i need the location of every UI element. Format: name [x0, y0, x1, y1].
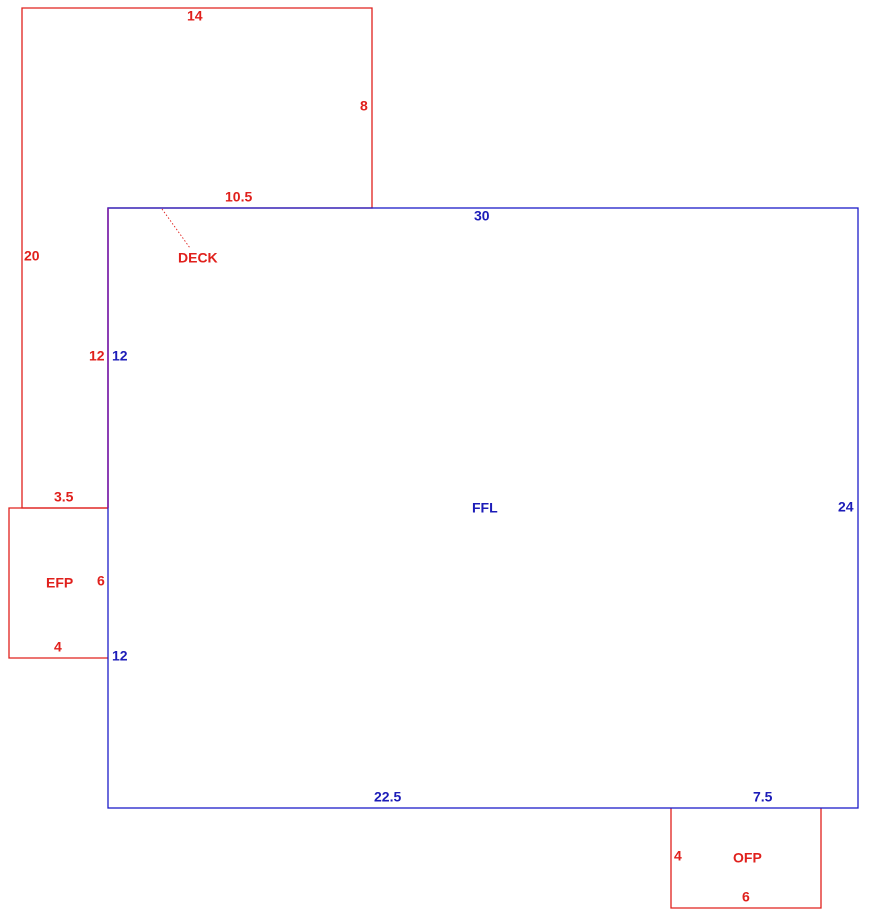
- ffl-dim-left-lower: 12: [112, 648, 128, 664]
- deck-dim-bottom-right: 10.5: [225, 189, 252, 205]
- ffl-dim-bottom-left: 22.5: [374, 789, 401, 805]
- deck-area: DECK 14 8 10.5 20 12 3.5: [21, 7, 373, 509]
- ofp-dim-bottom: 6: [742, 889, 750, 905]
- ffl-label: FFL: [472, 500, 498, 516]
- deck-dim-right-upper: 8: [360, 98, 368, 114]
- efp-dim-right: 6: [97, 573, 105, 589]
- deck-label-leader: [161, 208, 191, 249]
- ofp-dim-left: 4: [674, 848, 682, 864]
- efp-area: EFP 6 4: [8, 507, 108, 659]
- deck-dim-top: 14: [187, 8, 203, 24]
- ofp-area: OFP 4 6: [670, 808, 822, 909]
- deck-dim-right-lower: 12: [89, 348, 105, 364]
- ofp-label: OFP: [733, 850, 762, 866]
- ffl-dim-right: 24: [838, 499, 854, 515]
- deck-label: DECK: [178, 250, 218, 266]
- ffl-dim-left-upper: 12: [112, 348, 128, 364]
- ffl-dim-bottom-right: 7.5: [753, 789, 773, 805]
- ffl-area: FFL 30 24 12 12 22.5 7.5: [107, 207, 859, 809]
- deck-dim-left: 20: [24, 248, 40, 264]
- deck-dim-bottom: 3.5: [54, 489, 74, 505]
- efp-outline: [8, 507, 108, 659]
- efp-dim-bottom: 4: [54, 639, 62, 655]
- efp-label: EFP: [46, 575, 73, 591]
- ofp-outline: [670, 808, 822, 909]
- ffl-dim-top: 30: [474, 208, 490, 224]
